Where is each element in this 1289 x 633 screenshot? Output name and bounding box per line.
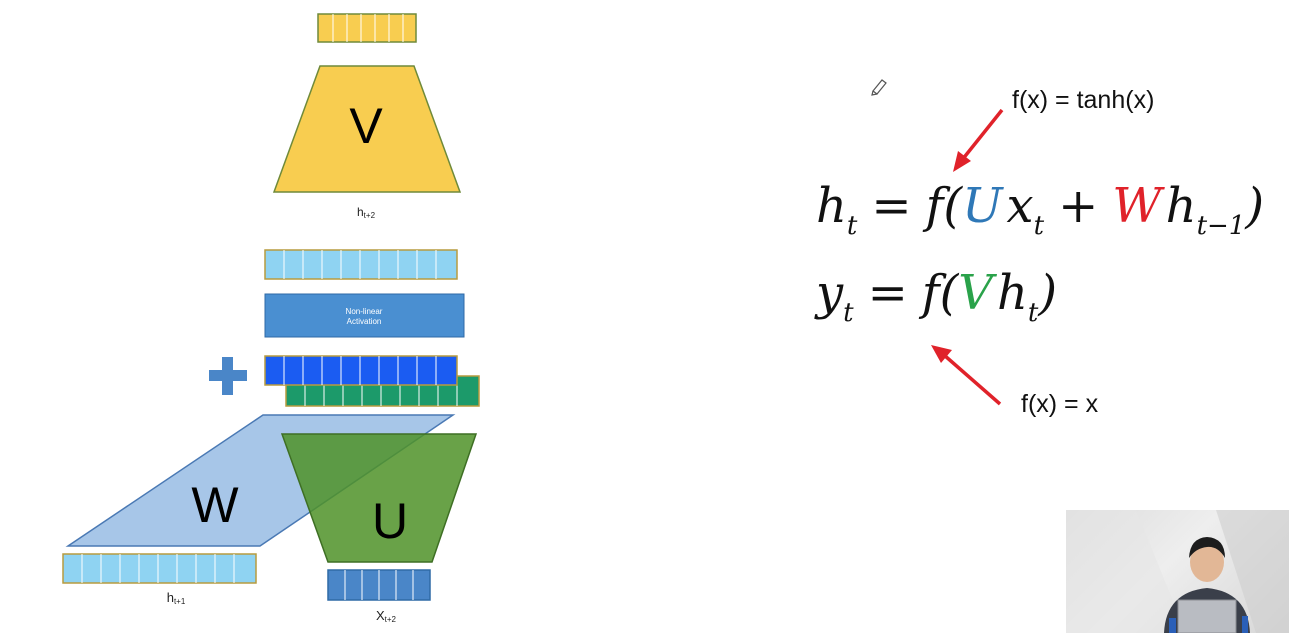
tanh-arrow-icon	[953, 108, 1004, 172]
eq2-y-sub: t	[843, 298, 854, 328]
eq1-h2-sub: t−1	[1196, 211, 1246, 241]
linear-note: f(x) = x	[1021, 390, 1099, 418]
presenter-webcam	[1066, 510, 1289, 633]
eq1-h-sub: t	[846, 211, 858, 241]
h-top-label: ht+2	[357, 205, 376, 220]
eq1-x: x	[1006, 178, 1034, 234]
eq1-equals: =	[871, 178, 912, 234]
eq2-func: f(	[921, 265, 959, 321]
eq1-h: h	[816, 178, 847, 234]
eq1-u: U	[962, 178, 1003, 234]
u-matrix	[280, 433, 478, 563]
v-matrix-label: V	[349, 98, 383, 154]
hidden-vector	[264, 249, 458, 280]
linear-arrow-icon	[931, 345, 1002, 406]
h-left-label: ht+1	[167, 590, 186, 606]
output-vector	[317, 13, 417, 43]
eq2-h: h	[996, 265, 1028, 321]
v-matrix	[272, 65, 462, 193]
wh-vector	[264, 355, 458, 386]
eq1-plus: +	[1058, 178, 1099, 234]
prev-hidden-vector	[62, 553, 257, 584]
x-label: Xt+2	[376, 608, 397, 624]
activation-box	[264, 293, 465, 338]
activation-label-line1: Non-linear	[346, 307, 383, 316]
w-matrix-label: W	[191, 477, 239, 533]
eq1-close: )	[1245, 178, 1265, 234]
eq2-y: y	[816, 265, 844, 321]
activation-label-line2: Activation	[347, 317, 382, 326]
pen-cursor-icon	[871, 79, 887, 96]
presenter-icon	[1066, 510, 1289, 633]
eq2-equals: =	[867, 265, 908, 321]
u-matrix-label: U	[372, 493, 408, 549]
input-vector	[327, 569, 431, 601]
plus-icon	[209, 357, 247, 395]
eq1-h2: h	[1165, 178, 1197, 234]
hidden-state-equation: ht=f(Uxt+Wht−1)	[816, 178, 1265, 241]
eq1-func: f(	[925, 178, 963, 234]
eq2-h-sub: t	[1027, 298, 1039, 328]
eq2-close: )	[1038, 265, 1058, 321]
eq2-v: V	[958, 265, 993, 321]
eq1-w: W	[1112, 178, 1162, 234]
output-equation: yt=f(Vht)	[816, 265, 1058, 328]
eq1-x-sub: t	[1033, 211, 1045, 241]
tanh-note: f(x) = tanh(x)	[1012, 86, 1155, 114]
